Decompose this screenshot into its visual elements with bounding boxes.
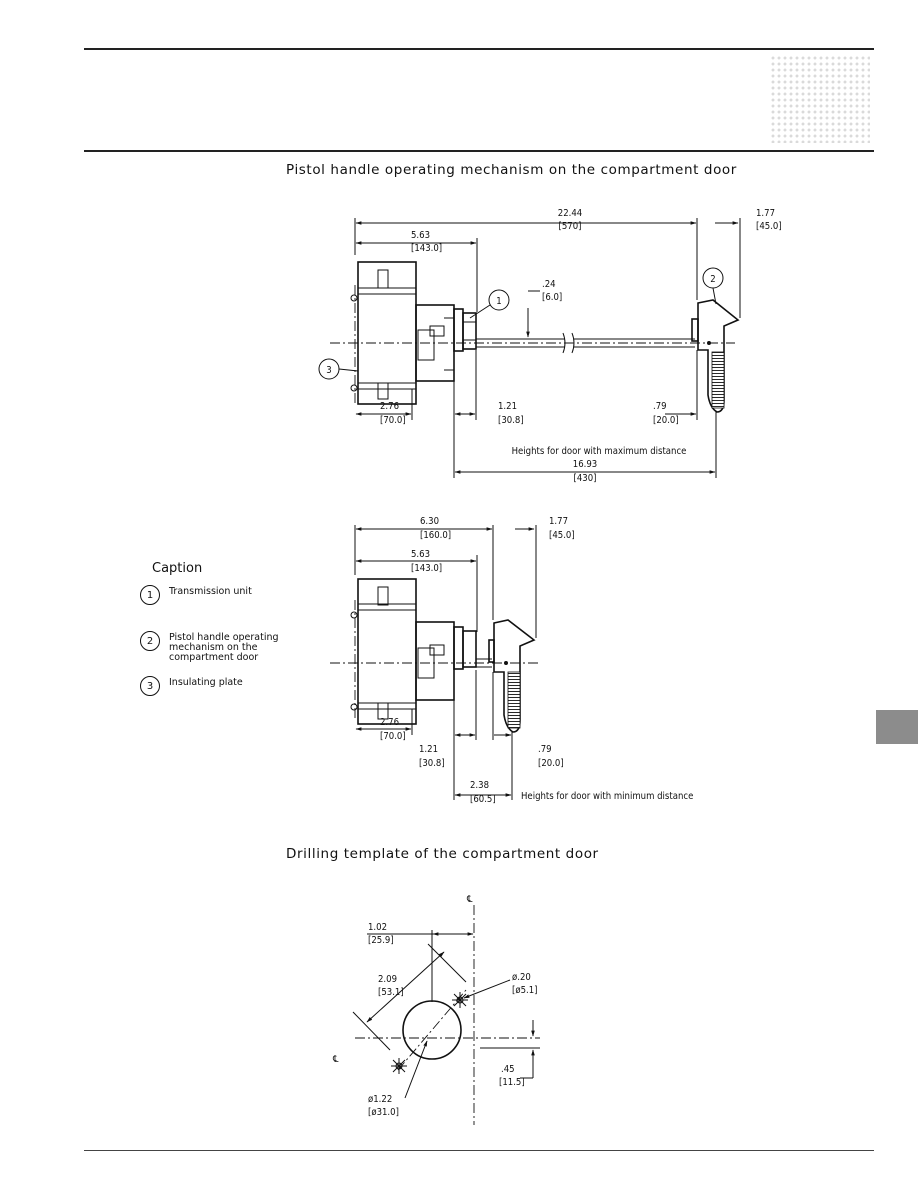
drawing-max-distance [318, 218, 741, 478]
dim-depth-min: 5.63 [411, 549, 430, 560]
dim-overall-mm: [570] [559, 221, 582, 232]
dim-depth-mm: [143.0] [411, 243, 442, 254]
drilling-labels: ℄ ℄ 1.02 [25.9] 2.09 [53.1] ø.20 [ø5.1] … [332, 894, 538, 1118]
dim-diagonal: 2.09 [378, 974, 397, 985]
dim-span-mm-min: [60.5] [470, 794, 496, 805]
dim-diagonal-mm: [53.1] [378, 987, 404, 998]
drawing-max-labels: 22.44 [570] 1.77 [45.0] 5.63 [143.0] .24… [326, 208, 781, 484]
transmission-unit-flange [453, 308, 464, 352]
large-hole [402, 1000, 462, 1060]
marker-3: 3 [326, 365, 331, 376]
caption-number-1: 1 [140, 585, 160, 605]
dim-overall: 22.44 [558, 208, 582, 219]
dim-base-min: 2.76 [380, 717, 399, 728]
dim-flange-mm: [30.8] [498, 415, 524, 426]
dim-large-hole-mm: [ø31.0] [368, 1107, 399, 1118]
dim-small-hole: ø.20 [512, 972, 531, 983]
dim-shaft: .24 [542, 279, 556, 290]
dim-offset-y-mm: [11.5] [499, 1077, 525, 1088]
shaft-break-symbol [562, 332, 575, 354]
decorative-dot-pattern [770, 55, 870, 143]
centerline-symbol-vertical: ℄ [466, 894, 473, 905]
dim-small-hole-mm: [ø5.1] [512, 985, 538, 996]
pistol-handle-title: Pistol handle operating mechanism on the… [286, 162, 737, 178]
dim-shaft-mm: [6.0] [542, 292, 562, 303]
caption-item-1: 1 Transmission unit [140, 585, 279, 605]
small-hole-lower [391, 1058, 407, 1074]
centerline-symbol-horizontal: ℄ [332, 1054, 339, 1065]
caption-number-3: 3 [140, 676, 160, 696]
page-tab-marker [876, 710, 918, 744]
drawing-min-distance [330, 525, 540, 800]
dim-flange-min: 1.21 [419, 744, 438, 755]
dim-overall-mm-min: [160.0] [420, 530, 451, 541]
handle-grip-ribs [711, 351, 725, 409]
drilling-template-title: Drilling template of the compartment doo… [286, 846, 599, 862]
marker-1: 1 [496, 296, 501, 307]
caption-item-3: 3 Insulating plate [140, 676, 279, 696]
caption-title: Caption [152, 561, 203, 576]
caption-text-1: Transmission unit [169, 586, 252, 597]
dim-offset-x: 1.02 [368, 922, 387, 933]
dim-large-hole: ø1.22 [368, 1094, 392, 1105]
marker-2: 2 [710, 274, 715, 285]
dim-span-mm: [430] [574, 473, 597, 484]
dim-door-min: .79 [538, 744, 552, 755]
small-hole-upper [452, 992, 468, 1008]
dim-offset-y: .45 [501, 1064, 515, 1075]
dim-door-mm: [20.0] [653, 415, 679, 426]
dim-depth-mm-min: [143.0] [411, 563, 442, 574]
dim-base-mm-min: [70.0] [380, 731, 406, 742]
dim-flange-mm-min: [30.8] [419, 758, 445, 769]
note-min-distance: Heights for door with minimum distance [521, 791, 693, 802]
handle-grip-ribs-min [507, 671, 521, 729]
dim-span-min: 2.38 [470, 780, 489, 791]
dim-base-mm: [70.0] [380, 415, 406, 426]
door-plate [691, 318, 699, 342]
caption-text-3: Insulating plate [169, 677, 243, 688]
dim-span: 16.93 [573, 459, 597, 470]
dim-base: 2.76 [380, 401, 399, 412]
dim-door-mm-min: [20.0] [538, 758, 564, 769]
caption-text-2: Pistol handle operating mechanism on the… [169, 632, 279, 663]
caption-number-2: 2 [140, 631, 160, 651]
header-rule [84, 150, 874, 152]
dim-handle-mm: [45.0] [756, 221, 782, 232]
dim-handle-min: 1.77 [549, 516, 568, 527]
footer-rule [84, 1150, 874, 1151]
dim-door: .79 [653, 401, 667, 412]
dim-handle-mm-min: [45.0] [549, 530, 575, 541]
caption-item-2: 2 Pistol handle operating mechanism on t… [140, 631, 279, 663]
dim-handle: 1.77 [756, 208, 775, 219]
dim-depth: 5.63 [411, 230, 430, 241]
dim-overall-min: 6.30 [420, 516, 439, 527]
drilling-template [352, 905, 540, 1125]
dim-flange: 1.21 [498, 401, 517, 412]
note-max-distance: Heights for door with maximum distance [512, 446, 687, 457]
transmission-body-min [415, 621, 455, 701]
insulating-plate-min [357, 578, 417, 725]
drawing-min-labels: 6.30 [160.0] 1.77 [45.0] 5.63 [143.0] 2.… [380, 516, 693, 805]
top-rule [84, 48, 874, 50]
dim-offset-x-mm: [25.9] [368, 935, 394, 946]
